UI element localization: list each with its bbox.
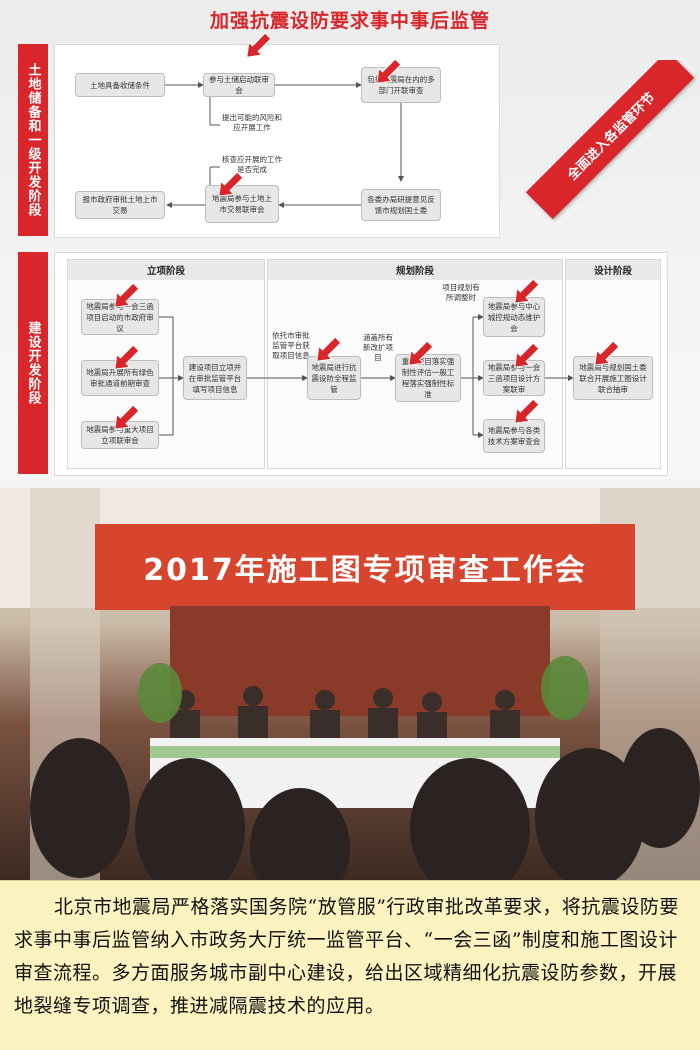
construction-connectors	[159, 314, 574, 438]
node-city-control: 地震局参与中心城控规动态维护会	[483, 297, 545, 337]
ribbon-label: 全面进入各监管环节	[525, 60, 695, 220]
stage-planning-header: 规划阶段	[268, 260, 562, 280]
node-full-supervise: 地震局进行抗震设防全程监管	[307, 356, 361, 400]
node-design-review: 地震局参与一会三函项目设计方案联审	[483, 360, 545, 396]
node-land-trade-meeting: 地震局参与土地上市交易联审会	[205, 185, 279, 223]
photo-banner: 2017年施工图专项审查工作会	[143, 553, 587, 588]
stage-project-header: 立项阶段	[68, 260, 264, 280]
stage-design-header: 设计阶段	[566, 260, 660, 280]
node-major-project: 地震局参与重大项目立项联审会	[81, 421, 159, 449]
page-title: 加强抗震设防要求事中事后监管	[209, 10, 490, 32]
node-land-condition: 土地具备收储条件	[75, 73, 165, 97]
land-stage-panel: 土地具备收储条件 参与土储启动联审会 包括地震局在内的多部门开联审查 提出可能的…	[54, 44, 500, 238]
note-risk-measures: 提出可能的风险和应开展工作	[222, 113, 282, 132]
node-feedback: 各委办局研提意见反馈市规划国土委	[361, 189, 441, 221]
node-green-channel: 地震局开展所有绿色审批通道前期审查	[81, 360, 159, 396]
node-report-gov: 报市政府审批土地上市交易	[75, 191, 165, 219]
node-construction-review: 地震局与规划国土委联合开展施工图设计联合抽审	[573, 356, 653, 400]
note-adjust: 项目规划有所调整时	[442, 283, 480, 302]
sidebar-land-stage: 土地储备和一级开发阶段	[18, 44, 48, 236]
meeting-scene	[0, 488, 700, 880]
node-implement: 重大项目落实强制性评估一般工程落实强制性标准	[395, 354, 461, 402]
note-platform-info: 依托市审批监管平台获取项目信息	[272, 331, 310, 360]
construction-stage-panel: 立项阶段 规划阶段 设计阶段 地震局参与一会三函项目启动的市政府审议 地震局开展…	[54, 252, 668, 476]
ribbon-wrapper: 全面进入各监管环节	[500, 60, 700, 240]
node-platform: 建设项目立项并在审批监管平台填写项目信息	[183, 356, 247, 400]
note-check-done: 核查应开展的工作是否完成	[222, 155, 282, 174]
note-expansion: 涵盖所有新改扩项目	[363, 333, 393, 362]
sidebar-construction-stage: 建设开发阶段	[18, 252, 48, 474]
node-tech-review: 地震局参与各类技术方案审查会	[483, 419, 545, 453]
caption-text: 北京市地震局严格落实国务院“放管服”行政审批改革要求，将抗震设防要求事中事后监管…	[0, 880, 700, 1050]
node-land-meeting: 参与土储启动联审会	[203, 73, 275, 97]
node-three-letters: 地震局参与一会三函项目启动的市政府审议	[81, 299, 159, 335]
meeting-photo: 2017年施工图专项审查工作会	[0, 488, 700, 880]
node-joint-review: 包括地震局在内的多部门开联审查	[361, 67, 441, 103]
